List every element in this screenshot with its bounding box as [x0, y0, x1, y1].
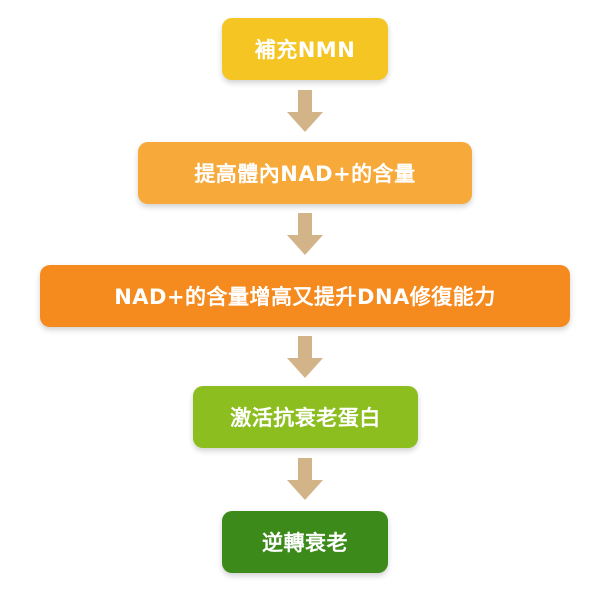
step-label: 提高體內NAD+的含量	[194, 162, 416, 186]
step-label: 激活抗衰老蛋白	[230, 406, 381, 430]
step-reverse-aging: 逆轉衰老	[222, 511, 388, 573]
down-arrow-icon	[287, 90, 323, 132]
step-raise-nad: 提高體內NAD+的含量	[138, 142, 472, 204]
step-dna-repair: NAD+的含量增高又提升DNA修復能力	[40, 265, 570, 327]
down-arrow-icon	[287, 336, 323, 378]
step-activate-protein: 激活抗衰老蛋白	[193, 386, 418, 448]
down-arrow-icon	[287, 213, 323, 255]
down-arrow-icon	[287, 458, 323, 500]
step-label: 逆轉衰老	[262, 531, 348, 555]
step-label: 補充NMN	[254, 38, 356, 62]
step-supplement-nmn: 補充NMN	[222, 18, 388, 80]
step-label: NAD+的含量增高又提升DNA修復能力	[114, 285, 496, 309]
